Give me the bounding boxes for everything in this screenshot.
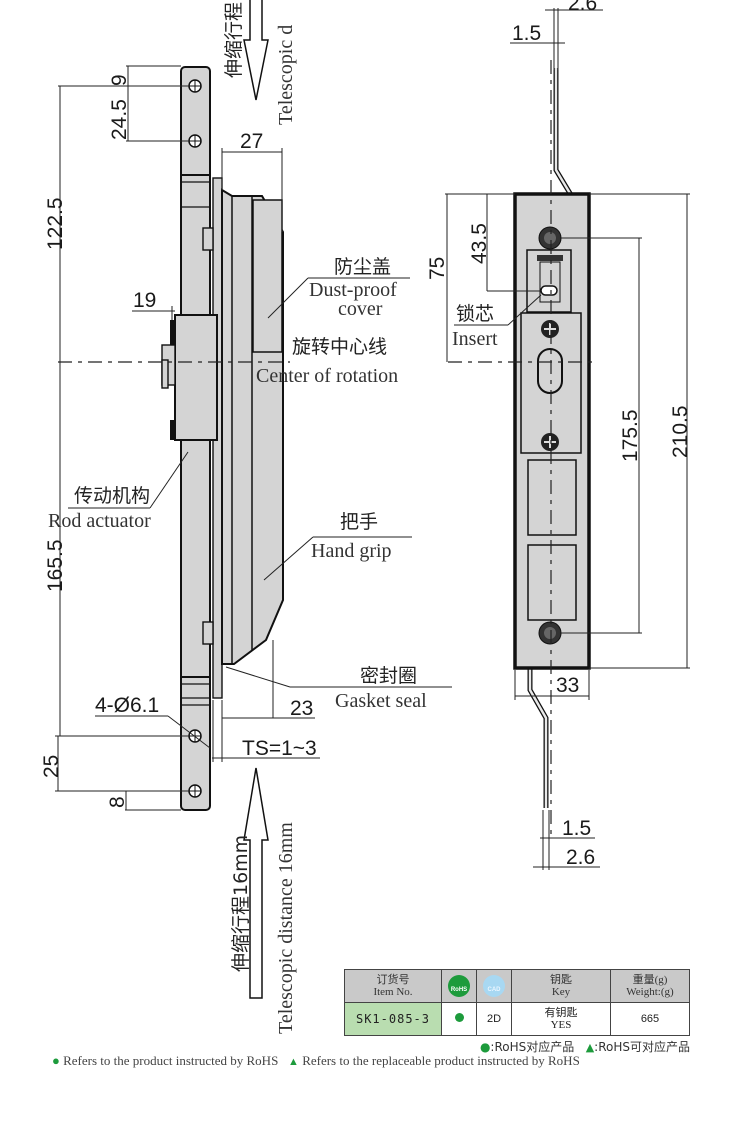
telescopic-arrow-top — [243, 0, 269, 101]
header-cad: CAD — [476, 969, 512, 1003]
dim-top-to-center: 122.5 — [44, 197, 67, 250]
insert-cylinder — [540, 285, 558, 296]
item-no-cell: SK1-085-3 — [344, 1002, 442, 1036]
legend-cn-rohs: :RoHS对应产品 — [490, 1040, 575, 1054]
legend-cn-replaceable: :RoHS可对应产品 — [594, 1040, 690, 1054]
header-weight-en: Weight:(g) — [626, 986, 674, 998]
bolt-bottom — [202, 621, 214, 645]
legend-en-replaceable: Refers to the replaceable product instru… — [302, 1053, 580, 1068]
weight-cell: 665 — [610, 1002, 690, 1036]
legend-en: ● Refers to the product instructed by Ro… — [52, 1053, 580, 1069]
lock-rod-bottom — [528, 665, 548, 808]
header-key-cn: 钥匙 — [550, 974, 572, 986]
hand-grip-cn-label: 把手 — [340, 511, 378, 533]
table-row: SK1-085-3 2D 有钥匙 YES 665 — [344, 1002, 690, 1036]
dim-bottom-hole-offset: 8 — [106, 796, 129, 808]
slot-lower — [527, 544, 577, 621]
dim-screw-spacing: 175.5 — [619, 409, 642, 462]
mounting-hole-4 — [188, 784, 202, 798]
cad-cell: 2D — [476, 1002, 512, 1036]
rod-actuator-block — [174, 314, 218, 441]
header-weight: 重量(g) Weight:(g) — [610, 969, 690, 1003]
green-triangle-icon: ▲ — [288, 1056, 299, 1068]
green-triangle-icon: ▲ — [585, 1041, 595, 1054]
dim-rod-width-bottom-a: 1.5 — [562, 817, 591, 840]
header-key: 钥匙 Key — [511, 969, 611, 1003]
gasket-seal-cn-label: 密封圈 — [360, 665, 417, 687]
header-weight-cn: 重量(g) — [632, 974, 668, 986]
rivet-top — [538, 226, 562, 250]
dim-rod-width-top-b: 1.5 — [512, 22, 541, 45]
key-slot — [537, 348, 563, 394]
rohs-cell — [441, 1002, 477, 1036]
dust-cover-en-label-2: cover — [338, 298, 383, 320]
rotation-center-en-label: Center of rotation — [256, 365, 398, 387]
spec-table: 订货号 Item No. RoHS CAD 钥匙 Key 重量(g) Weigh… — [344, 969, 690, 1036]
front-view: 2.6 1.5 75 43.5 锁芯 Insert 175.5 210.5 33 — [426, 0, 692, 870]
rivet-bottom — [538, 621, 562, 645]
green-dot-icon: ● — [52, 1053, 60, 1068]
telescopic-en-label: Telescopic distance 16mm — [275, 822, 297, 1034]
key-cell: 有钥匙 YES — [511, 1002, 611, 1036]
dim-body-width: 33 — [556, 674, 579, 697]
header-item-cn: 订货号 — [376, 974, 410, 986]
side-view: 伸缩行程 Telescopic d — [40, 0, 452, 1034]
cad-icon: CAD — [483, 975, 505, 997]
rohs-compliant-dot-icon — [454, 1013, 464, 1022]
slot-upper — [527, 459, 577, 536]
dim-insert-offset: 43.5 — [468, 223, 491, 264]
dust-cover-en-label-1: Dust-proof — [309, 279, 397, 301]
legend-cn: ●:RoHS对应产品 ▲:RoHS可对应产品 — [480, 1038, 690, 1055]
dim-actuator-width: 19 — [133, 289, 156, 312]
legend-en-rohs: Refers to the product instructed by RoHS — [63, 1053, 279, 1068]
bolt-top — [202, 227, 214, 251]
header-item-en: Item No. — [373, 986, 413, 998]
dim-bottom-to-center: 165.5 — [44, 539, 67, 592]
rod-actuator-en-label: Rod actuator — [48, 510, 151, 532]
green-dot-icon: ● — [479, 1040, 491, 1054]
telescopic-top-cn-label: 伸缩行程 — [223, 2, 245, 78]
dim-grip-depth: 27 — [240, 130, 263, 153]
header-item-no: 订货号 Item No. — [344, 969, 442, 1003]
hand-grip-en-label: Hand grip — [311, 540, 392, 562]
dim-rod-width-bottom-b: 2.6 — [566, 846, 595, 869]
insert-cn-label: 锁芯 — [456, 303, 494, 325]
dim-rod-width-top-a: 2.6 — [568, 0, 597, 15]
spec-table-header: 订货号 Item No. RoHS CAD 钥匙 Key 重量(g) Weigh… — [344, 969, 690, 1003]
key-en: YES — [550, 1019, 572, 1031]
mounting-hole-1 — [188, 79, 202, 93]
screw-top — [541, 320, 559, 338]
rotation-center-cn-label: 旋转中心线 — [292, 336, 387, 358]
rod-actuator-cn-label: 传动机构 — [74, 485, 150, 507]
dim-gasket-offset: 23 — [290, 697, 313, 720]
dim-top-hole-offset: 9 — [108, 74, 131, 86]
dim-hole-spacing-top: 24.5 — [108, 99, 131, 140]
screw-bottom — [541, 433, 559, 451]
telescopic-cn-label: 伸缩行程16mm — [230, 835, 252, 972]
dust-cover — [252, 199, 283, 353]
telescopic-top-en-label: Telescopic d — [275, 25, 297, 125]
dim-center-offset: 75 — [426, 257, 449, 280]
dim-body-length: 210.5 — [669, 405, 692, 458]
dust-cover-cn-label: 防尘盖 — [334, 256, 391, 278]
rohs-icon: RoHS — [448, 975, 470, 997]
mounting-hole-2 — [188, 134, 202, 148]
telescopic-arrow-bottom — [243, 767, 269, 999]
gasket-seal-en-label: Gasket seal — [335, 690, 427, 712]
dim-hole-spec: 4-Ø6.1 — [95, 694, 159, 717]
header-rohs: RoHS — [441, 969, 477, 1003]
insert-en-label: Insert — [452, 328, 498, 350]
header-key-en: Key — [551, 986, 571, 998]
key-cn: 有钥匙 — [544, 1007, 578, 1019]
dim-hole-spacing-bottom: 25 — [40, 755, 63, 778]
dim-thickness-range: TS=1~3 — [242, 737, 317, 760]
